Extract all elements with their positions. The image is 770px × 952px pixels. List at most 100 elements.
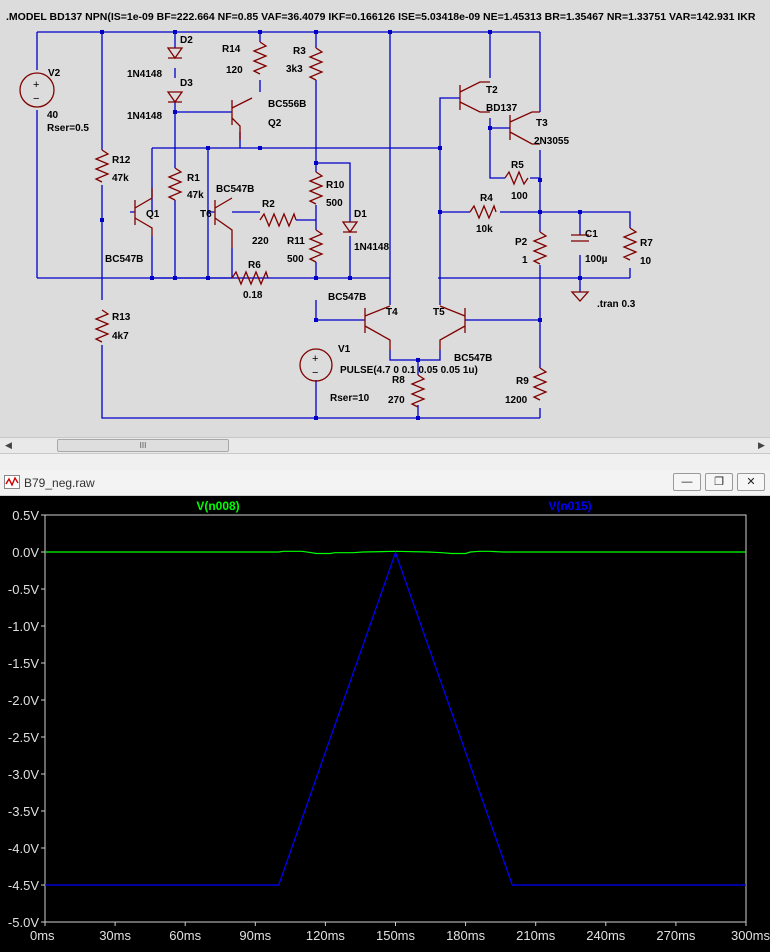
label-r1: R1	[187, 173, 200, 184]
label-r14-val: 120	[226, 65, 243, 76]
y-axis-ticks: 0.5V0.0V-0.5V-1.0V-1.5V-2.0V-2.5V-3.0V-3…	[8, 508, 45, 930]
label-t3-model: 2N3055	[534, 136, 569, 147]
schematic-labels: .MODEL BD137 NPN(IS=1e-09 BF=222.664 NF=…	[6, 11, 756, 406]
label-r11-val: 500	[287, 254, 304, 265]
label-r1-val: 47k	[187, 190, 204, 201]
label-r5: R5	[511, 160, 524, 171]
y-tick-label: -3.0V	[8, 767, 39, 782]
waveform-window[interactable]: B79_neg.raw — ❐ ✕ V(n008) V(n015) 0.5V 0.0…	[0, 470, 770, 952]
label-r8-val: 270	[388, 395, 405, 406]
y-tick-label: -5.0V	[8, 915, 39, 930]
svg-text:+: +	[312, 353, 318, 365]
y-tick-label: -1.5V	[8, 656, 39, 671]
label-t5: T5	[433, 307, 445, 318]
label-r12: R12	[112, 155, 131, 166]
label-d2: D2	[180, 35, 193, 46]
label-r12-val: 47k	[112, 173, 129, 184]
x-tick-label: 300ms	[731, 928, 770, 943]
x-tick-label: 150ms	[376, 928, 416, 943]
label-r5-val: 100	[511, 191, 528, 202]
label-v2-rser: Rser=0.5	[47, 123, 89, 134]
traces	[45, 550, 746, 886]
label-v2-val: 40	[47, 110, 59, 121]
label-r7: R7	[640, 238, 653, 249]
label-r6: R6	[248, 260, 261, 271]
label-q1-model: BC547B	[105, 254, 143, 265]
x-tick-label: 210ms	[516, 928, 556, 943]
label-r6-val: 0.18	[243, 290, 263, 301]
label-v1-pulse: PULSE(4.7 0 0.1 0.05 0.05 1u)	[340, 365, 478, 376]
schematic-canvas[interactable]: .MODEL BD137 NPN(IS=1e-09 BF=222.664 NF=…	[0, 0, 770, 440]
scrollbar-thumb[interactable]: III	[57, 439, 229, 452]
label-t2-model: BD137	[486, 103, 518, 114]
label-r2-val: 220	[252, 236, 269, 247]
label-t5-model: BC547B	[454, 353, 492, 364]
x-tick-label: 180ms	[446, 928, 486, 943]
window-gap	[0, 454, 770, 470]
schematic-drawing[interactable]: .MODEL BD137 NPN(IS=1e-09 BF=222.664 NF=…	[0, 0, 770, 440]
svg-text:−: −	[33, 93, 39, 105]
waveform-icon	[4, 475, 20, 489]
horizontal-scrollbar[interactable]: ◀ III ▶	[0, 437, 770, 454]
label-r9: R9	[516, 376, 529, 387]
label-d2-model: 1N4148	[127, 69, 162, 80]
label-v1: V1	[338, 344, 351, 355]
label-d3-model: 1N4148	[127, 111, 162, 122]
label-c1: C1	[585, 229, 598, 240]
label-q2: Q2	[268, 118, 282, 129]
label-r10: R10	[326, 180, 345, 191]
label-t4-model: BC547B	[328, 292, 366, 303]
x-tick-label: 30ms	[99, 928, 131, 943]
label-p2: P2	[515, 237, 528, 248]
x-tick-label: 0ms	[30, 928, 55, 943]
y-tick-label: 0.5V	[12, 508, 39, 523]
label-q2-model: BC556B	[268, 99, 306, 110]
y-tick-label: -3.5V	[8, 804, 39, 819]
y-tick-label: -4.0V	[8, 841, 39, 856]
x-tick-label: 240ms	[586, 928, 626, 943]
legend-entry: V(n015)	[548, 499, 591, 513]
x-tick-label: 90ms	[239, 928, 271, 943]
label-r11: R11	[287, 236, 305, 247]
trace-legend: V(n008) V(n015)	[196, 499, 591, 513]
label-t4: T4	[386, 307, 398, 318]
close-button[interactable]: ✕	[737, 473, 765, 491]
waveform-titlebar[interactable]: B79_neg.raw — ❐ ✕	[0, 470, 770, 496]
y-tick-label: 0.0V	[12, 545, 39, 560]
legend-entry: V(n008)	[196, 499, 239, 513]
label-t6-model: BC547B	[216, 184, 254, 195]
transistors	[134, 81, 540, 350]
label-t2: T2	[486, 85, 498, 96]
label-t3: T3	[536, 118, 548, 129]
minimize-button[interactable]: —	[673, 473, 701, 491]
wires	[36, 31, 631, 419]
y-tick-label: -1.0V	[8, 619, 39, 634]
label-r4: R4	[480, 193, 493, 204]
label-d1-model: 1N4148	[354, 242, 389, 253]
label-r14: R14	[222, 44, 241, 55]
svg-text:+: +	[33, 79, 39, 91]
label-p2-val: 1	[522, 255, 528, 266]
label-tran-directive: .tran 0.3	[597, 299, 636, 310]
svg-text:−: −	[312, 367, 318, 379]
plot-frame	[44, 514, 747, 923]
label-r7-val: 10	[640, 256, 652, 267]
label-d3: D3	[180, 78, 193, 89]
label-d1: D1	[354, 209, 367, 220]
y-tick-label: -2.0V	[8, 693, 39, 708]
junction-dots	[100, 30, 582, 420]
label-r3: R3	[293, 46, 306, 57]
label-r8: R8	[392, 375, 405, 386]
label-r13-val: 4k7	[112, 331, 129, 342]
label-v2: V2	[48, 68, 61, 79]
scroll-left-arrow-icon[interactable]: ◀	[5, 440, 12, 450]
label-c1-val: 100µ	[585, 254, 608, 265]
x-tick-label: 120ms	[306, 928, 346, 943]
restore-button[interactable]: ❐	[705, 473, 733, 491]
waveform-plot[interactable]: V(n008)V(n015) 0.5V0.0V-0.5V-1.0V-1.5V-2…	[0, 496, 770, 952]
scroll-right-arrow-icon[interactable]: ▶	[758, 440, 765, 450]
label-r4-val: 10k	[476, 224, 493, 235]
y-tick-label: -4.5V	[8, 878, 39, 893]
x-tick-label: 270ms	[656, 928, 696, 943]
